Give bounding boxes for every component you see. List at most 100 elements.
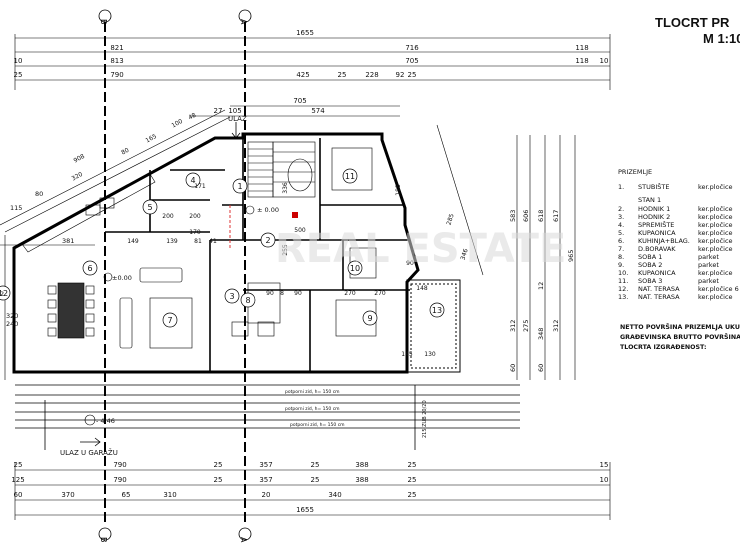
dim-bot-r3-3: 65 (122, 491, 131, 499)
dim-bot-overall: 1655 (296, 506, 314, 514)
dim-top-r6-1: 27 (214, 107, 223, 115)
dim-bot-r1-3: 25 (214, 461, 223, 469)
dim-bot-r1-6: 388 (355, 461, 368, 469)
dim-left-1: 115 (10, 204, 22, 212)
dim-top-r3-1: 10 (14, 57, 23, 65)
plan-dim-1: 908 (73, 153, 87, 165)
legend-floor: ker.pločice (698, 269, 733, 277)
dim-top-r6-2: 105 (228, 107, 241, 115)
room-number-1: 1 (237, 182, 242, 191)
legend-name: NAT. TERASA (638, 293, 680, 301)
dim-bot-r1-2: 790 (113, 461, 126, 469)
room-number-9: 9 (367, 314, 372, 323)
plan-dim-9: 81 (194, 238, 202, 245)
plan-dim-10: 41 (209, 238, 217, 245)
legend-floor: ker.pločice (698, 285, 733, 293)
room-number-13: 13 (432, 306, 442, 315)
section-mark-a-bottom: A (239, 537, 248, 543)
dim-top-r5-2: 574 (311, 107, 325, 115)
legend-num: 4. (618, 221, 625, 229)
dim-bot-r3-2: 370 (61, 491, 74, 499)
dim-top-r2-1: 821 (110, 44, 123, 52)
legend-name: STAN 1 (638, 196, 662, 204)
dim-right-5: 965 (567, 250, 575, 262)
dim-bot-r2-2: 790 (113, 476, 126, 484)
dim-bot-r3-6: 340 (328, 491, 341, 499)
dim-top-r2-2: 716 (405, 44, 419, 52)
dim-bot-r3-5: 20 (262, 491, 271, 499)
plan-dim-15: 90 (294, 290, 302, 297)
plan-dim-21: 336 (282, 182, 289, 194)
dim-bot-r2-1: 125 (11, 476, 24, 484)
dim-bot-r3-1: 60 (14, 491, 23, 499)
dim-right-2: 606 (522, 210, 530, 222)
legend-name: HODNIK 2 (638, 213, 671, 221)
level-zero-label: ± 0.00 (257, 206, 279, 214)
garage-arrow-icon (80, 437, 101, 447)
plan-dim-28: 200 (162, 213, 174, 220)
room-number-12: 12 (0, 289, 8, 298)
section-mark-a-top: A (239, 19, 248, 25)
plan-dim-23: 188 (395, 184, 402, 196)
legend-floor: ker.pločice (698, 229, 733, 237)
dim-bot-r1-5: 25 (311, 461, 320, 469)
legend-name: KUPAONICA (638, 269, 676, 277)
plan-dim-19: 130 (424, 351, 436, 358)
dim-top-r3-2: 813 (110, 57, 123, 65)
room-number-4: 4 (190, 176, 195, 185)
plan-dim-5: 100 (171, 118, 185, 130)
level-zero-label-b: ±0.00 (112, 274, 132, 282)
totals-gross-area: GRAĐEVINSKA BRUTTO POVRŠINA (620, 334, 740, 341)
legend-num: 10. (618, 269, 629, 277)
dim-left-5: 240 (6, 320, 18, 328)
plan-dim-13: 90 (266, 290, 274, 297)
legend-floor: parket (698, 253, 719, 261)
plan-dim-29: 500 (294, 227, 306, 234)
dim-bot-r2-8: 10 (600, 476, 609, 484)
sheet-title-line1: TLOCRT PR (655, 15, 730, 30)
plan-dim-11: 170 (189, 229, 201, 236)
plan-dim-3: 80 (120, 147, 130, 157)
plan-dim-2: 320 (71, 171, 85, 183)
dim-top-r3-5: 10 (600, 57, 609, 65)
legend-row: 10. KUPAONICA ker.pločice (618, 269, 739, 277)
dim-left-3: 381 (62, 237, 74, 245)
legend-num (618, 196, 638, 204)
room-number-10: 10 (350, 264, 360, 273)
legend-row: STAN 1 (618, 196, 739, 204)
totals-net-area: NETTO POVRŠINA PRIZEMLJA UKU (620, 324, 740, 331)
legend-name: D.BORAVAK (638, 245, 676, 253)
legend-name: SOBA 1 (638, 253, 663, 261)
plan-dim-7: 149 (127, 238, 139, 245)
dim-bot-r1-7: 25 (408, 461, 417, 469)
legend-num: 9. (618, 261, 625, 269)
entrance-arrow-icon (231, 122, 241, 139)
dim-right-8: 348 (537, 328, 545, 340)
legend-num: 12. (618, 285, 629, 293)
legend-num: 1. (618, 183, 625, 191)
red-marker-icon (292, 212, 298, 218)
dim-right-12: 60 (537, 364, 545, 372)
dim-bot-r2-6: 388 (355, 476, 368, 484)
legend-name: KUPAONICA (638, 229, 676, 237)
legend-num: 3. (618, 213, 625, 221)
room-number-2: 2 (265, 236, 270, 245)
side-note-label: 215 ZUB 20/20 (422, 400, 428, 438)
legend-row: 3. HODNIK 2 ker.pločice (618, 213, 739, 221)
dim-right-4: 617 (552, 210, 560, 222)
dim-bot-r3-7: 25 (408, 491, 417, 499)
legend-floor: ker.pločice (698, 213, 733, 221)
legend-extra: 6 (734, 285, 739, 293)
room-number-7: 7 (167, 316, 172, 325)
plan-dim-24: 285 (445, 213, 455, 226)
legend-num: 8. (618, 253, 625, 261)
section-mark-b-top: B (99, 19, 108, 25)
plan-dim-22: 255 (282, 244, 289, 256)
plan-dim-14: 8 (280, 290, 284, 297)
room-number-3: 3 (229, 292, 234, 301)
